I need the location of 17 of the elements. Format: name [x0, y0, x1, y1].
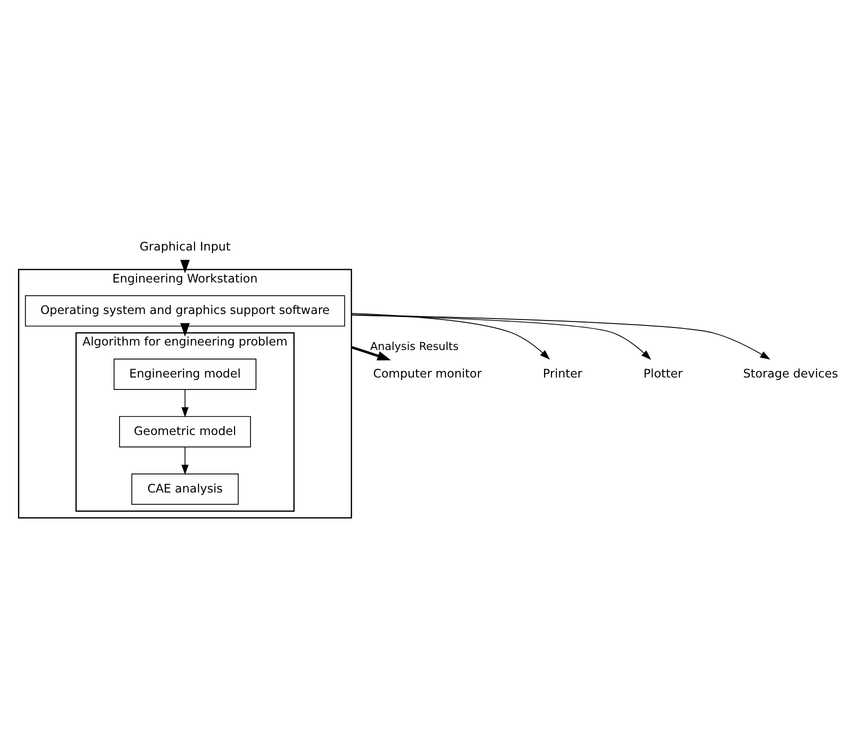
arrow	[181, 388, 189, 417]
arrow	[351, 314, 652, 360]
arrow	[180, 259, 190, 273]
node-text: Plotter	[644, 366, 683, 380]
arrow	[181, 446, 189, 474]
arrow	[180, 322, 190, 336]
node-text: Storage devices	[743, 366, 838, 380]
node-box: CAE analysis	[131, 473, 239, 504]
edge-label: Analysis Results	[370, 340, 459, 352]
node-text: Graphical Input	[140, 239, 230, 254]
arrow	[351, 312, 550, 360]
node-box: Engineering model	[114, 358, 256, 390]
node-text: Printer	[542, 366, 582, 380]
arrow	[351, 345, 391, 360]
node-box: Geometric model	[119, 416, 251, 447]
arrow	[351, 314, 770, 360]
node-text: Computer monitor	[373, 366, 482, 380]
